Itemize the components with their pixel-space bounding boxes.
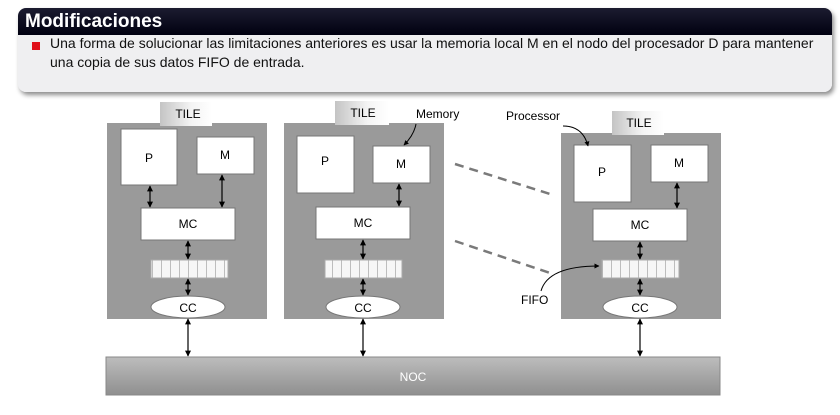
memory-pointer-arrow	[403, 123, 417, 146]
dashed-connector-bottom	[454, 239, 551, 275]
processor-label: P	[598, 165, 606, 179]
cc-ellipse	[602, 295, 678, 319]
memory-label: M	[396, 157, 406, 171]
processor-annotation: Processor	[506, 109, 560, 123]
block-body	[18, 35, 832, 92]
tile-2: TILE P M MC CC Memory	[284, 101, 459, 357]
memory-box	[372, 145, 431, 184]
memory-box	[196, 136, 255, 175]
mc-label: MC	[354, 216, 373, 230]
tile-label: TILE	[626, 116, 651, 130]
bullet-marker	[32, 42, 40, 50]
processor-box	[296, 135, 355, 194]
processor-box	[120, 128, 178, 186]
bullet-text: Una forma de solucionar las limitaciones…	[50, 35, 814, 70]
processor-pointer-arrow	[562, 125, 590, 147]
tile-label: TILE	[175, 107, 200, 121]
cc-ellipse	[150, 295, 226, 319]
mc-box	[315, 206, 411, 240]
processor-label: P	[321, 154, 329, 168]
memory-annotation: Memory	[416, 107, 459, 121]
tile-tab	[160, 102, 212, 126]
tile-tab	[335, 101, 389, 125]
mc-box	[592, 208, 688, 242]
fifo-buffer	[324, 259, 403, 279]
processor-box	[573, 144, 632, 203]
cc-ellipse	[325, 295, 401, 319]
cc-label: CC	[354, 301, 372, 315]
dashed-connector-top	[454, 162, 551, 196]
fifo-buffer	[601, 259, 680, 279]
modificaciones-block: Modificaciones	[18, 8, 832, 92]
cc-label: CC	[631, 301, 649, 315]
noc-bar: NOC	[105, 356, 721, 396]
tile-1: TILE P M MC CC	[107, 102, 267, 357]
mc-label: MC	[631, 218, 650, 232]
cc-label: CC	[179, 301, 197, 315]
tile-label: TILE	[350, 106, 375, 120]
block-title: Modificaciones	[18, 8, 832, 35]
tile-tab	[612, 111, 664, 135]
memory-box	[650, 144, 709, 183]
noc-label: NOC	[400, 370, 427, 384]
fifo-annotation: FIFO	[521, 293, 548, 307]
fifo-pointer-arrow	[540, 263, 600, 292]
memory-label: M	[220, 148, 230, 162]
memory-label: M	[674, 156, 684, 170]
mc-box	[140, 207, 236, 241]
processor-label: P	[145, 151, 153, 165]
fifo-buffer	[150, 259, 229, 279]
mc-label: MC	[179, 217, 198, 231]
tile-3: TILE P M MC CC Processor FIFO	[506, 109, 721, 357]
